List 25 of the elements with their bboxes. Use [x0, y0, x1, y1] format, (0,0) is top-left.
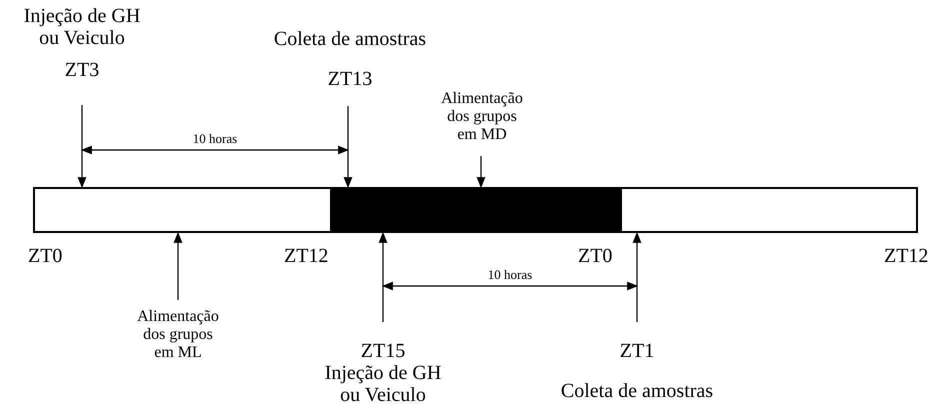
light-phase-segment: [620, 187, 918, 233]
time-point-label: ZT0: [28, 245, 62, 268]
annotation-text: Coleta de amostras: [272, 28, 428, 50]
time-point-label: ZT3: [64, 59, 100, 81]
time-point-label: ZT12: [884, 245, 928, 268]
arrow: [378, 232, 388, 322]
annotation-text: Coleta de amostras: [560, 380, 714, 402]
duration-label: 10 horas: [192, 131, 238, 146]
arrow: [476, 156, 486, 188]
time-point-label: ZT0: [578, 245, 612, 268]
arrow: [174, 232, 182, 300]
light-phase-segment: [33, 187, 332, 233]
arrow: [78, 105, 86, 188]
annotation-text: Alimentação dos grupos em ML: [136, 308, 220, 362]
annotation-text: Alimentação dos grupos em MD: [440, 90, 524, 144]
time-point-label: ZT13: [326, 68, 374, 90]
duration-label: 10 horas: [488, 267, 532, 282]
time-point-label: ZT1: [618, 340, 656, 362]
arrow: [632, 232, 642, 322]
time-point-label: ZT12: [284, 245, 328, 268]
annotation-text: Injeção de GH ou Veiculo: [22, 5, 142, 49]
annotation-text: Injeção de GH ou Veiculo: [324, 362, 442, 406]
dark-phase-segment: [330, 187, 622, 233]
time-point-label: ZT15: [360, 340, 406, 362]
arrow: [344, 106, 352, 188]
